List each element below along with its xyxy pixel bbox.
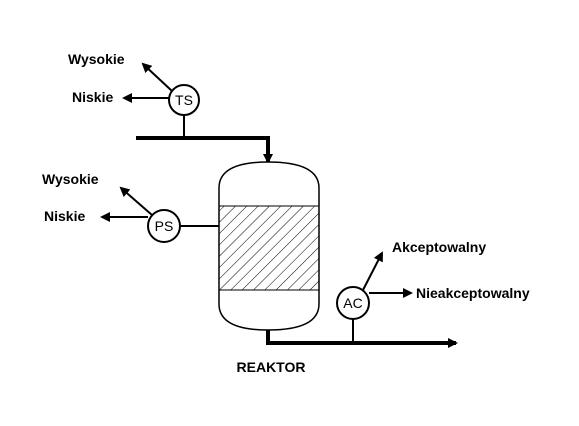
ps-circle xyxy=(147,209,181,243)
ac-instrument: AC Akceptowalny Nieakceptowalny xyxy=(336,239,530,343)
ts-circle xyxy=(168,84,200,116)
ac-accept-arrow xyxy=(362,251,383,291)
ps-high-label: Wysokie xyxy=(42,171,99,187)
ts-high-arrow xyxy=(141,62,173,92)
ps-tag: PS xyxy=(155,218,174,234)
ac-tag: AC xyxy=(343,295,362,311)
ts-instrument: TS Wysokie Niskie xyxy=(68,51,200,138)
ts-low-label: Niskie xyxy=(72,89,113,105)
ac-reject-label: Nieakceptowalny xyxy=(416,285,530,301)
ps-low-label: Niskie xyxy=(44,208,85,224)
inlet-pipe xyxy=(136,136,273,164)
ac-accept-label: Akceptowalny xyxy=(392,239,486,255)
ts-high-label: Wysokie xyxy=(68,51,125,67)
ps-high-arrow xyxy=(119,186,153,216)
outlet-pipe xyxy=(266,330,458,348)
ac-circle xyxy=(336,286,370,320)
reactor-label: REAKTOR xyxy=(237,359,306,375)
ts-tag: TS xyxy=(175,92,193,108)
reactor-vessel xyxy=(218,161,320,331)
ps-instrument: PS Wysokie Niskie xyxy=(42,171,219,243)
catalyst-bed xyxy=(219,206,319,290)
